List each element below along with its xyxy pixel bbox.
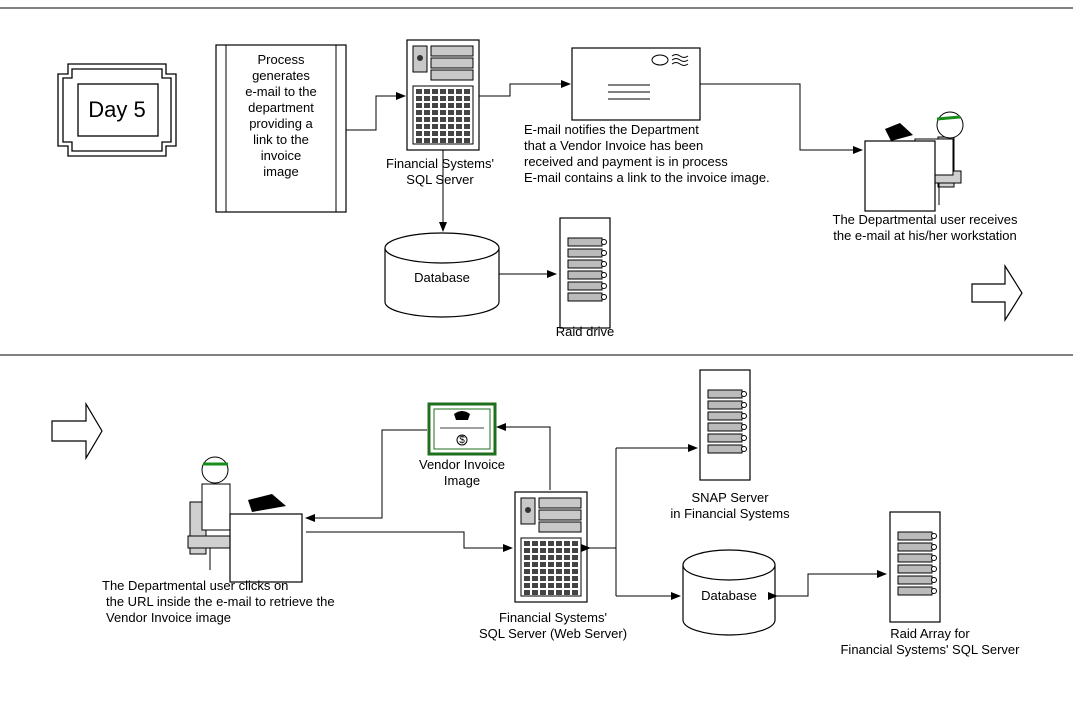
email-envelope-icon (571, 47, 701, 121)
snap-server-label: SNAP Server in Financial Systems (670, 490, 790, 521)
email-notification-note: E-mail notifies the Department that a Ve… (524, 122, 770, 185)
raid-array-label: Raid Array for Financial Systems' SQL Se… (840, 626, 1020, 657)
raid-array-icon (889, 511, 941, 623)
top-database-cylinder (384, 232, 500, 318)
vendor-invoice-image-icon (427, 402, 497, 456)
top-user-workstation-icon (864, 111, 964, 212)
server-keypad (524, 541, 578, 595)
process-box (215, 44, 347, 213)
raid-drive-icon (559, 217, 611, 329)
process-line: providing a (249, 116, 313, 131)
day-frame (57, 63, 177, 157)
bottom-connectors (305, 423, 887, 600)
top-user-note: The Departmental user receives the e-mai… (832, 212, 1018, 243)
top-sql-server-label: Financial Systems' SQL Server (386, 156, 494, 187)
process-line: generates (252, 68, 310, 83)
bottom-user-note: The Departmental user clicks on the URL … (102, 578, 335, 625)
server-keypad (416, 89, 470, 143)
process-line: Process (257, 52, 305, 67)
process-line: link to the (253, 132, 309, 147)
bottom-database-label: Database (701, 588, 757, 603)
bottom-user-workstation-icon (187, 456, 303, 583)
process-line: image (263, 164, 299, 179)
process-line: department (248, 100, 314, 115)
continued-arrow-icon (51, 401, 103, 461)
top-connectors (346, 80, 863, 278)
process-line: e-mail to the (245, 84, 317, 99)
top-database-label: Database (414, 270, 470, 285)
raid-drive-label: Raid drive (555, 324, 615, 339)
invoice-dollar-sign: $ (459, 435, 465, 446)
continue-arrow-icon (971, 263, 1023, 323)
snap-server-icon (699, 369, 751, 481)
vendor-invoice-label: Vendor Invoice Image (418, 457, 505, 488)
process-description: Process generates e-mail to the departme… (226, 52, 336, 180)
process-line: invoice (260, 148, 302, 163)
web-server-label: Financial Systems' SQL Server (Web Serve… (478, 610, 628, 641)
day-label: Day 5 (88, 97, 146, 122)
bottom-database-cylinder (682, 549, 776, 636)
